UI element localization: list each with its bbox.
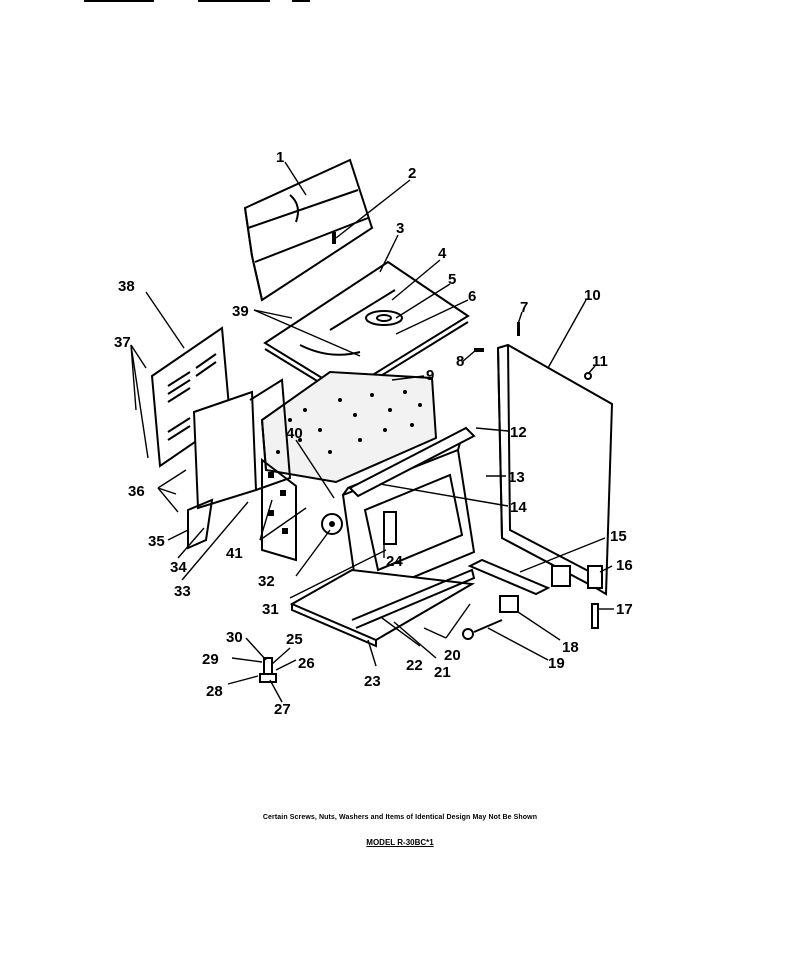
front-brace-part [348, 426, 476, 498]
callout-1: 1 [276, 149, 284, 166]
callout-8: 8 [456, 353, 464, 370]
callout-18: 18 [562, 639, 579, 656]
callout-26: 26 [298, 655, 315, 672]
callout-20: 20 [444, 647, 461, 664]
callout-38: 38 [118, 278, 135, 295]
callout-24: 24 [386, 553, 403, 570]
small-bracket-part [259, 657, 277, 683]
callout-31: 31 [262, 601, 279, 618]
callout-30: 30 [226, 629, 243, 646]
callout-10: 10 [584, 287, 601, 304]
bottom-panel-part [289, 568, 476, 648]
bottom-rail-part [467, 558, 603, 596]
callout-17: 17 [616, 601, 633, 618]
top-edge-mark [292, 0, 310, 2]
callout-22: 22 [406, 657, 423, 674]
callout-13: 13 [508, 469, 525, 486]
fastener-hardware-part [462, 322, 599, 640]
callout-35: 35 [148, 533, 165, 550]
model-caption: MODEL R-30BC*1 [0, 838, 800, 847]
callout-23: 23 [364, 673, 381, 690]
leader-lines [130, 161, 614, 703]
callout-6: 6 [468, 288, 476, 305]
callout-29: 29 [202, 651, 219, 668]
callout-15: 15 [610, 528, 627, 545]
callout-12: 12 [510, 424, 527, 441]
callout-16: 16 [616, 557, 633, 574]
callout-37: 37 [114, 334, 131, 351]
top-edge-mark [84, 0, 154, 2]
callout-9: 9 [426, 367, 434, 384]
callout-2: 2 [408, 165, 416, 182]
callout-7: 7 [520, 299, 528, 316]
callout-19: 19 [548, 655, 565, 672]
callout-40: 40 [286, 425, 303, 442]
side-panel-part [496, 343, 614, 596]
callout-21: 21 [434, 664, 451, 681]
side-brace-part [187, 378, 292, 550]
callout-28: 28 [206, 683, 223, 700]
callout-39: 39 [232, 303, 249, 320]
callout-5: 5 [448, 271, 456, 288]
callout-32: 32 [258, 573, 275, 590]
callout-14: 14 [510, 499, 527, 516]
callout-25: 25 [286, 631, 303, 648]
callout-labels: 1 2 3 4 5 6 7 8 9 10 11 12 13 14 15 16 1… [114, 149, 633, 718]
callout-3: 3 [396, 220, 404, 237]
callout-27: 27 [274, 701, 291, 718]
callout-4: 4 [438, 245, 447, 262]
top-edge-mark [198, 0, 270, 2]
footnote: Certain Screws, Nuts, Washers and Items … [262, 814, 538, 821]
callout-36: 36 [128, 483, 145, 500]
model-number: MODEL R-30BC*1 [366, 838, 434, 847]
callout-41: 41 [226, 545, 243, 562]
callout-11: 11 [592, 353, 608, 370]
rear-vent-panel-part [243, 158, 374, 302]
callout-34: 34 [170, 559, 187, 576]
callout-33: 33 [174, 583, 191, 600]
top-panel-part [263, 260, 470, 400]
